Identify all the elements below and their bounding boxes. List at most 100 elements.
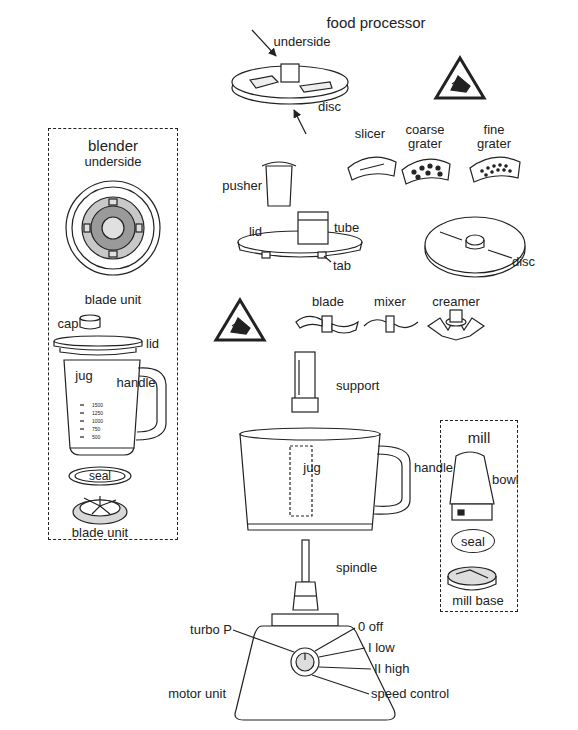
part-label: handle [116,376,155,390]
jug-drawing [80,412,84,413]
coarse-grater-drawing [416,175,420,179]
mixer-drawing [394,322,418,328]
blade-unit-drawing [99,496,100,506]
jug-drawing [80,436,84,437]
part-label: disc [512,255,535,269]
group-box: blender [48,128,178,540]
control-label: speed control [371,687,449,701]
blade-drawing [332,322,358,333]
part-label: coarse grater [399,123,451,151]
jug-drawing [240,434,380,530]
fine-grater-drawing [481,170,483,172]
part-label: support [336,379,379,393]
mill-base-drawing [448,567,496,585]
coarse-grater-drawing [402,159,450,184]
fine-grater-drawing [509,170,511,172]
fine-grater-drawing [503,169,505,171]
motor-unit-drawing [296,653,314,671]
disc-drawing [252,30,276,56]
mixer-drawing [386,316,394,332]
lid-drawing [324,256,331,262]
leader-line [233,628,371,694]
motor-unit-drawing [291,648,319,676]
pusher-drawing [266,166,292,206]
part-label: lid [146,337,159,351]
warning-symbol [452,80,458,84]
scale-mark: 1500 [92,402,103,408]
part-label: disc [318,100,341,114]
coarse-grater-drawing [412,170,416,174]
disc-drawing [440,232,512,258]
jug-drawing [240,428,410,530]
cap-drawing [80,315,100,321]
coarse-grater-drawing [438,172,442,176]
warning-symbol [451,76,470,92]
part-label: tube [334,221,359,235]
fine-grater-drawing [493,165,495,167]
part-label: tab [333,259,351,273]
blade-unit-underside [109,199,117,205]
part-label: lid [249,225,262,239]
part-label: handle [414,461,453,475]
disc-drawing [250,76,278,88]
control-label: II high [374,662,409,676]
blade-drawing [322,316,332,332]
cap-drawing [80,318,100,329]
jug-drawing [240,428,380,440]
part-label: mixer [374,295,406,309]
mill-bowl-drawing [458,510,464,515]
mill-bowl-drawing [450,452,494,520]
lid-drawing [298,219,328,220]
part-label: seal [89,470,111,483]
lid-drawing [238,212,362,262]
node-label: blender [49,137,177,154]
part-label: motor unit [168,687,226,701]
part-label: slicer [355,127,385,141]
motor-unit-drawing [235,614,395,720]
part-label: jug [75,369,92,383]
blade-unit-underside [66,181,160,275]
fine-grater-drawing [499,164,501,166]
mill-bowl-drawing [450,452,494,504]
scale-mark: 1250 [92,410,103,416]
leader-line [319,648,365,657]
disc-drawing [281,64,299,82]
blade-unit-underside [84,224,90,232]
motor-unit-drawing [304,653,305,660]
creamer-drawing [450,310,462,322]
support-drawing [292,352,318,412]
control-label: 0 off [358,620,383,634]
node-label: seal [452,533,494,550]
blade-drawing [296,316,358,333]
fine-grater-drawing [485,174,487,176]
lid-drawing [54,336,142,346]
seal-drawing [75,470,125,482]
lid-drawing [60,348,136,355]
group-box: millseal [440,420,518,612]
warning-symbol [436,58,484,98]
fine-grater-drawing [497,169,499,171]
mill-base-drawing [448,576,496,590]
mixer-drawing [364,316,418,332]
jug-drawing [70,448,134,455]
jug-drawing [374,446,410,514]
spindle-drawing [293,540,318,610]
jug-drawing [80,420,84,421]
warning-symbol [232,322,238,326]
jug-drawing [290,446,312,516]
part-label: mill base [452,594,503,608]
control-label: I low [368,641,395,655]
fine-grater-drawing [505,165,507,167]
coarse-grater-drawing [402,159,450,184]
spindle-drawing [293,582,318,610]
blade-unit-underside [66,181,160,275]
disc-drawing [466,240,484,249]
scale-mark: 500 [92,434,100,440]
mill-bowl-drawing [452,504,492,520]
scale-mark: 1000 [92,418,103,424]
leader-line [315,628,355,651]
disc-drawing [425,217,525,277]
fine-grater-drawing [491,171,493,173]
blade-unit-underside [91,206,135,250]
